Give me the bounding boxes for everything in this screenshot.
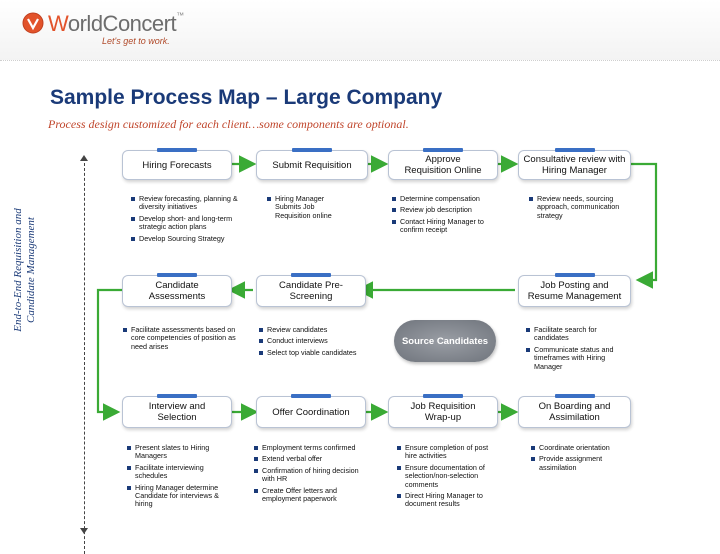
box-candidate-assessments: Candidate Assessments <box>122 275 232 307</box>
box-hiring-forecasts: Hiring Forecasts <box>122 150 232 180</box>
list-item: Hiring Manager determine Candidate for i… <box>126 483 234 509</box>
list-item: Direct Hiring Manager to document result… <box>396 491 500 509</box>
list-item: Select top viable candidates <box>258 348 378 357</box>
side-label-line2: Candidate Management <box>25 217 37 324</box>
trademark: ™ <box>176 11 184 20</box>
box-job-requisition-wrapup: Job Requisition Wrap-up <box>388 396 498 428</box>
list-item: Develop Sourcing Strategy <box>130 234 242 243</box>
brand-rest: orldConcert <box>67 11 177 36</box>
list-item: Communicate status and timeframes with H… <box>525 345 627 371</box>
side-label-line1: End-to-End Requisition and <box>12 208 24 332</box>
bullets-interview-selection: Present slates to Hiring Managers Facili… <box>126 443 234 512</box>
page-title: Sample Process Map – Large Company <box>50 86 443 109</box>
list-item: Facilitate search for candidates <box>525 325 627 343</box>
box-interview-selection: Interview and Selection <box>122 396 232 428</box>
brand-initial: W <box>48 11 68 36</box>
list-item: Contact Hiring Manager to confirm receip… <box>391 217 495 235</box>
bullets-candidate-prescreening: Review candidates Conduct interviews Sel… <box>258 325 378 360</box>
box-submit-requisition: Submit Requisition <box>256 150 368 180</box>
list-item: Employment terms confirmed <box>253 443 371 452</box>
list-item: Review needs, sourcing approach, communi… <box>528 194 628 220</box>
list-item: Create Offer letters and employment pape… <box>253 486 371 504</box>
list-item: Develop short- and long-term strategic a… <box>130 214 242 232</box>
list-item: Review job description <box>391 205 495 214</box>
scope-arrow-down-icon <box>80 528 88 534</box>
list-item: Facilitate interviewing schedules <box>126 463 234 481</box>
list-item: Facilitate assessments based on core com… <box>122 325 242 351</box>
list-item: Determine compensation <box>391 194 495 203</box>
box-approve-requisition: Approve Requisition Online <box>388 150 498 180</box>
bullets-submit-requisition: Hiring Manager Submits Job Requisition o… <box>266 194 346 223</box>
list-item: Review candidates <box>258 325 378 334</box>
oval-source-candidates: Source Candidates <box>394 320 496 362</box>
side-label: End-to-End Requisition and Candidate Man… <box>12 150 38 390</box>
scope-arrow-up-icon <box>80 155 88 161</box>
box-job-posting: Job Posting and Resume Management <box>518 275 631 307</box>
bullets-consultative-review: Review needs, sourcing approach, communi… <box>528 194 628 223</box>
bullets-onboarding: Coordinate orientation Provide assignmen… <box>530 443 630 475</box>
header-band: WorldConcert™ Let's get to work. <box>0 0 720 61</box>
arrow-assessment-to-interview <box>96 288 122 421</box>
brand-name: WorldConcert™ <box>48 11 184 37</box>
box-offer-coordination: Offer Coordination <box>256 396 366 428</box>
worldconcert-logo-icon <box>22 12 44 34</box>
list-item: Ensure completion of post hire activitie… <box>396 443 500 461</box>
list-item: Confirmation of hiring decision with HR <box>253 466 371 484</box>
list-item: Review forecasting, planning & diversity… <box>130 194 242 212</box>
list-item: Ensure documentation of selection/non-se… <box>396 463 500 489</box>
bullets-candidate-assessments: Facilitate assessments based on core com… <box>122 325 242 354</box>
list-item: Hiring Manager Submits Job Requisition o… <box>266 194 346 220</box>
page-subtitle: Process design customized for each clien… <box>48 117 409 131</box>
list-item: Conduct interviews <box>258 336 378 345</box>
list-item: Present slates to Hiring Managers <box>126 443 234 461</box>
box-onboarding: On Boarding and Assimilation <box>518 396 631 428</box>
bullets-hiring-forecasts: Review forecasting, planning & diversity… <box>130 194 242 246</box>
box-candidate-prescreening: Candidate Pre-Screening <box>256 275 366 307</box>
brand-tagline: Let's get to work. <box>102 36 170 46</box>
bullets-job-posting: Facilitate search for candidates Communi… <box>525 325 627 374</box>
list-item: Provide assignment assimilation <box>530 455 630 472</box>
bullets-job-requisition-wrapup: Ensure completion of post hire activitie… <box>396 443 500 512</box>
arrow-review-to-posting <box>631 162 658 289</box>
list-item: Coordinate orientation <box>530 443 630 452</box>
list-item: Extend verbal offer <box>253 454 371 463</box>
bullets-offer-coordination: Employment terms confirmed Extend verbal… <box>253 443 371 506</box>
box-consultative-review: Consultative review with Hiring Manager <box>518 150 631 180</box>
bullets-approve-requisition: Determine compensation Review job descri… <box>391 194 495 238</box>
scope-line <box>84 158 85 554</box>
